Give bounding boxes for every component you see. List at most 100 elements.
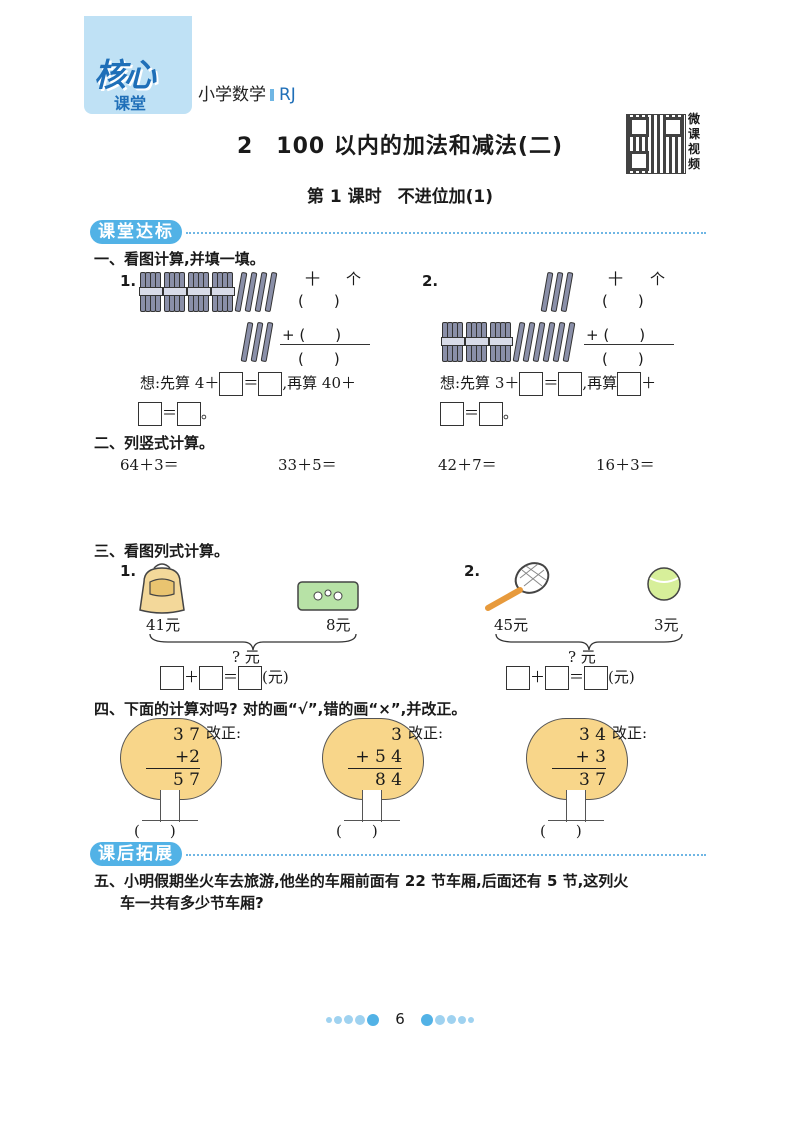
q5-line-1: 五、小明假期坐火车去旅游,他坐的车厢前面有 22 节车厢,后面还有 5 节,这列… — [94, 872, 629, 890]
answer-box[interactable] — [440, 402, 464, 426]
tennis-racket-icon — [485, 562, 550, 611]
equation-row: ＋＝(元) — [506, 666, 635, 690]
series-name: 小学数学 — [198, 85, 266, 105]
judgement-blank[interactable]: ( ) — [134, 822, 176, 840]
answer-box[interactable] — [177, 402, 202, 426]
dotted-divider — [186, 232, 706, 234]
q3-heading: 三、看图列式计算。 — [94, 542, 230, 560]
tens-bundles-illustration — [139, 271, 280, 313]
q3-1-number: 1. — [120, 562, 137, 580]
qr-code-icon[interactable] — [626, 114, 686, 174]
unit-title: 2 100 以内的加法和减法(二) — [237, 134, 563, 159]
operator: ＋ — [530, 668, 546, 686]
answer-box[interactable] — [138, 402, 162, 426]
equation-row: ＋＝(元) — [160, 666, 289, 690]
ones-column-label: 个 — [650, 270, 666, 288]
ones-sticks-illustration — [540, 271, 576, 313]
logo-main-text: 核心 — [94, 56, 156, 94]
think-prompt-cont: ＝。 — [138, 402, 216, 426]
ones-column-label: 个 — [346, 270, 362, 288]
price-label: 8元 — [326, 616, 351, 634]
q3-2-number: 2. — [464, 562, 481, 580]
judgement-blank[interactable]: ( ) — [336, 822, 378, 840]
section-title: 课堂达标 — [90, 220, 182, 244]
answer-box[interactable] — [258, 372, 283, 396]
price-label: 45元 — [494, 616, 529, 634]
qr-label-char: 视 — [688, 142, 701, 156]
answer-blank[interactable]: + ( ) — [282, 326, 342, 344]
vertical-calc-item: 42＋7＝ — [438, 456, 497, 474]
page-number: 6 — [395, 1010, 405, 1028]
vertical-calc-item: 16＋3＝ — [596, 456, 655, 474]
q1-heading: 一、看图计算,并填一填。 — [94, 250, 265, 268]
section-banner-after-class: 课后拓展 — [90, 842, 712, 868]
think-text: 。 — [503, 404, 519, 422]
tree-crown-icon — [322, 718, 424, 800]
answer-box[interactable] — [558, 372, 583, 396]
answer-box[interactable] — [160, 666, 184, 690]
page-footer: 6 — [0, 1010, 800, 1028]
vertical-calc-item: 33＋5＝ — [278, 456, 337, 474]
think-text: ＝ — [162, 404, 178, 422]
tree-crown-icon — [120, 718, 222, 800]
q1-1-number: 1. — [120, 272, 137, 290]
dotted-divider — [186, 854, 706, 856]
tens-column-label: 十 — [608, 270, 624, 288]
answer-box[interactable] — [519, 372, 544, 396]
lesson-title: 第 1 课时不进位加(1) — [0, 182, 800, 207]
answer-box[interactable] — [479, 402, 504, 426]
think-prompt: 想:先算 4＋＝,再算 40＋ — [140, 372, 356, 396]
answer-box[interactable] — [219, 372, 244, 396]
result: 8 4 — [374, 770, 402, 790]
tens-column-label: 十 — [305, 270, 321, 288]
tree-ground — [548, 820, 604, 821]
q5-line-2: 车一共有多少节车厢? — [120, 894, 264, 912]
tree-ground — [142, 820, 198, 821]
think-text: ＝ — [243, 374, 259, 392]
think-text: 想:先算 3＋ — [440, 374, 520, 392]
qr-label: 微 课 视 频 — [688, 112, 704, 172]
vertical-calc-item: 64＋3＝ — [120, 456, 179, 474]
correction-label: 改正: — [612, 724, 648, 742]
think-text: 想:先算 4＋ — [140, 374, 220, 392]
judgement-blank[interactable]: ( ) — [540, 822, 582, 840]
addend: 3 4 — [578, 725, 606, 745]
answer-box[interactable] — [506, 666, 530, 690]
tennis-ball-icon — [647, 567, 681, 601]
qr-label-char: 频 — [688, 157, 701, 171]
correction-label: 改正: — [206, 724, 242, 742]
tree-card: 3 4 + 3 3 7 — [526, 718, 628, 828]
answer-blank[interactable]: ( ) — [602, 350, 644, 368]
answer-box[interactable] — [545, 666, 570, 690]
answer-blank[interactable]: ( ) — [602, 292, 644, 310]
unit-label: (元) — [608, 668, 635, 686]
pencil-case-icon — [297, 581, 359, 611]
answer-blank[interactable]: ( ) — [298, 292, 340, 310]
answer-box[interactable] — [617, 372, 642, 396]
vertical-calculation: 3 4 + 3 3 7 — [546, 724, 606, 791]
sum-line — [146, 768, 200, 769]
section-title: 课后拓展 — [90, 842, 182, 866]
answer-blank[interactable]: ( ) — [298, 350, 340, 368]
answer-box[interactable] — [584, 666, 609, 690]
divider-icon — [270, 89, 274, 101]
tree-trunk-icon — [566, 790, 586, 822]
unit-label: (元) — [262, 668, 289, 686]
answer-box[interactable] — [238, 666, 263, 690]
answer-blank[interactable]: + ( ) — [586, 326, 646, 344]
answer-box[interactable] — [199, 666, 224, 690]
think-text: ＋ — [641, 374, 657, 392]
vertical-calculation: 3 + 5 4 8 4 — [342, 724, 402, 791]
tens-bundles-illustration — [441, 321, 582, 363]
logo-block: 核心 课堂 — [84, 16, 192, 114]
total-label: ? 元 — [232, 648, 260, 666]
tree-trunk-icon — [362, 790, 382, 822]
q2-heading: 二、列竖式计算。 — [94, 434, 215, 452]
result: 5 7 — [172, 770, 200, 790]
tree-card: 3 + 5 4 8 4 — [322, 718, 424, 828]
qr-label-char: 微 — [688, 112, 701, 126]
lesson-number: 第 1 课时 — [306, 187, 382, 207]
think-text: ＝ — [464, 404, 480, 422]
section-banner-class-practice: 课堂达标 — [90, 220, 712, 246]
